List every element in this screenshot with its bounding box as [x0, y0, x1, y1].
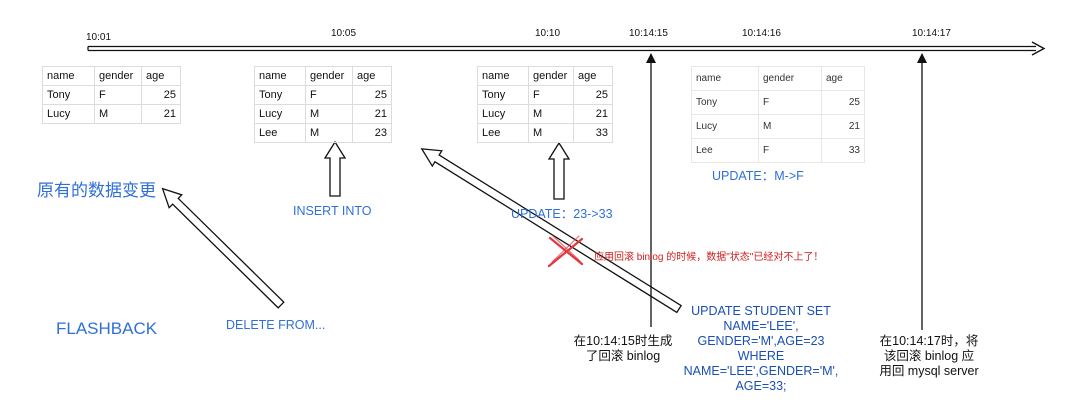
delete-from-label: DELETE FROM...: [226, 318, 326, 332]
binlog-applied-note: 在10:14:17时，将 该回滚 binlog 应 用回 mysql serve…: [868, 334, 990, 379]
data-table-2: name gender age Tony F 25 Lucy M 21 Lee …: [254, 66, 392, 143]
warning-text: 应用回滚 binlog 的时候，数据"状态"已经对不上了！: [594, 252, 824, 263]
sql-line: WHERE: [737, 349, 785, 363]
table-row: Tony F 25: [691, 90, 865, 115]
table-row: Lucy M 21: [477, 104, 613, 124]
table-row: Lee M 23: [254, 123, 392, 143]
table-cell: Tony: [477, 85, 529, 105]
table-cell: Lee: [477, 123, 529, 143]
tick-label: 10:10: [535, 28, 561, 39]
table-cell: F: [758, 138, 822, 163]
table-cell: M: [528, 123, 574, 143]
table-row: Lucy M 21: [691, 114, 865, 139]
rollback-sql-statement: UPDATE STUDENT SET NAME='LEE', GENDER='M…: [681, 304, 841, 394]
table-cell: Lee: [254, 123, 306, 143]
table-cell: Lucy: [254, 104, 306, 124]
table-cell: F: [94, 85, 142, 105]
original-change-label: 原有的数据变更: [37, 181, 156, 200]
table-cell: Lucy: [42, 104, 95, 124]
column-header: age: [141, 66, 181, 86]
table-header-row: name gender age: [254, 66, 392, 86]
sql-line: AGE=33;: [735, 379, 787, 393]
table-cell: 21: [573, 104, 613, 124]
note-line: 用回 mysql server: [879, 364, 979, 378]
table-row: Lucy M 21: [254, 104, 392, 124]
table-row: Tony F 25: [254, 85, 392, 105]
tick-label: 10:01: [86, 32, 112, 43]
column-header: name: [42, 66, 95, 86]
table-row: Tony F 25: [477, 85, 613, 105]
table-cell: 21: [352, 104, 392, 124]
table-cell: Tony: [254, 85, 306, 105]
table-cell: 25: [821, 90, 865, 115]
note-line: 该回滚 binlog 应: [883, 349, 975, 363]
binlog-generated-note: 在10:14:15时生成 了回滚 binlog: [563, 334, 683, 364]
data-table-4: name gender age Tony F 25 Lucy M 21 Lee …: [691, 66, 865, 163]
tick-label: 10:14:16: [742, 28, 781, 39]
table-cell: Lee: [691, 138, 759, 163]
table-cell: F: [305, 85, 353, 105]
sql-line: NAME='LEE',GENDER='M',: [683, 364, 839, 378]
rollback-arrow: [420, 148, 683, 314]
table-cell: 23: [352, 123, 392, 143]
tick-label: 10:14:17: [912, 28, 951, 39]
tick-label: 10:05: [331, 28, 357, 39]
table-row: Tony F 25: [42, 85, 181, 105]
table-cell: 21: [821, 114, 865, 139]
table-cell: M: [305, 123, 353, 143]
column-header: age: [352, 66, 392, 86]
table-cell: Lucy: [477, 104, 529, 124]
column-header: age: [821, 66, 865, 91]
column-header: gender: [528, 66, 574, 86]
table-cell: M: [94, 104, 142, 124]
conflict-cross-icon: [547, 235, 584, 268]
table-cell: 21: [141, 104, 181, 124]
table-header-row: name gender age: [691, 66, 865, 91]
sql-line: NAME='LEE',: [723, 319, 799, 333]
table-cell: M: [528, 104, 574, 124]
update-gender-label: UPDATE：M->F: [712, 169, 804, 183]
table-cell: Tony: [691, 90, 759, 115]
data-table-1: name gender age Tony F 25 Lucy M 21: [42, 66, 181, 124]
table-header-row: name gender age: [477, 66, 613, 86]
sql-line: GENDER='M',AGE=23: [697, 334, 825, 348]
sql-line: UPDATE STUDENT SET: [691, 304, 831, 318]
update-age-arrow: [547, 141, 571, 200]
timeline-axis: [87, 41, 1046, 56]
column-header: age: [573, 66, 613, 86]
column-header: gender: [758, 66, 822, 91]
note-line: 在10:14:15时生成: [573, 334, 673, 348]
column-header: name: [254, 66, 306, 86]
insert-into-arrow: [323, 140, 347, 197]
table-cell: 25: [352, 85, 392, 105]
table-row: Lee F 33: [691, 138, 865, 163]
insert-into-label: INSERT INTO: [293, 204, 372, 218]
table-header-row: name gender age: [42, 66, 181, 86]
table-cell: M: [758, 114, 822, 139]
data-table-3: name gender age Tony F 25 Lucy M 21 Lee …: [477, 66, 613, 143]
table-cell: M: [305, 104, 353, 124]
note-line: 了回滚 binlog: [585, 349, 661, 363]
table-cell: 25: [573, 85, 613, 105]
column-header: name: [691, 66, 759, 91]
table-cell: 25: [141, 85, 181, 105]
table-cell: Lucy: [691, 114, 759, 139]
table-cell: Tony: [42, 85, 95, 105]
table-cell: F: [528, 85, 574, 105]
table-row: Lee M 33: [477, 123, 613, 143]
table-cell: 33: [821, 138, 865, 163]
column-header: gender: [94, 66, 142, 86]
update-age-label: UPDATE：23->33: [511, 207, 613, 221]
table-cell: 33: [573, 123, 613, 143]
column-header: gender: [305, 66, 353, 86]
note-line: 在10:14:17时，将: [879, 334, 979, 348]
tick-label: 10:14:15: [629, 28, 668, 39]
flashback-label: FLASHBACK: [56, 319, 158, 338]
table-row: Lucy M 21: [42, 104, 181, 124]
table-cell: F: [758, 90, 822, 115]
delete-from-arrow: [161, 187, 285, 309]
column-header: name: [477, 66, 529, 86]
